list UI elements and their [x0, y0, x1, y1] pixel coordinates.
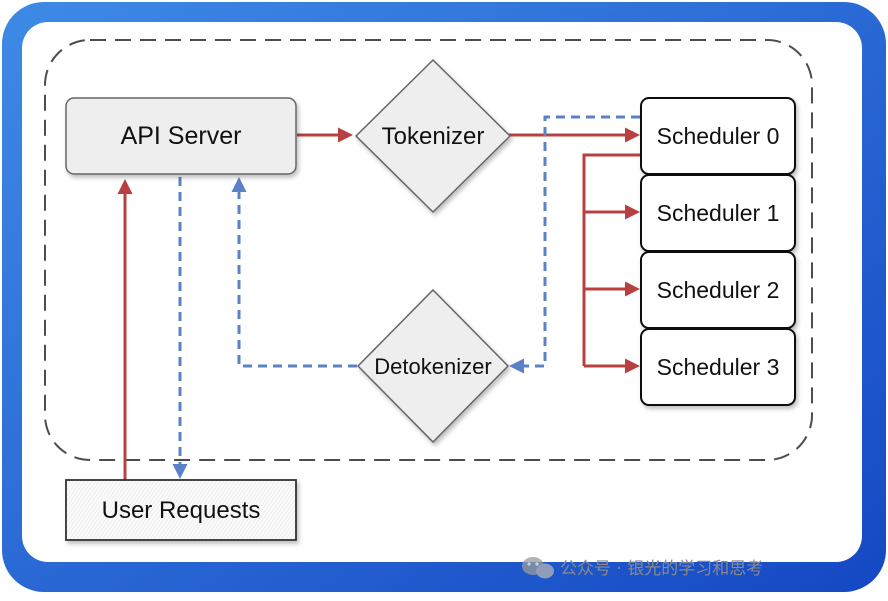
scheduler-2-label: Scheduler 2 — [657, 277, 780, 303]
response-arrows — [172, 115, 640, 479]
api-server-label: API Server — [121, 122, 242, 150]
wechat-icon — [522, 557, 554, 579]
scheduler-0-node: Scheduler 0 — [640, 97, 796, 175]
system-boundary — [44, 39, 813, 461]
user-requests-node: User Requests — [65, 479, 297, 541]
scheduler-3-label: Scheduler 3 — [657, 354, 780, 380]
detokenizer-label: Detokenizer — [374, 354, 491, 379]
scheduler-3-node: Scheduler 3 — [640, 328, 796, 406]
user-requests-label: User Requests — [102, 497, 261, 524]
watermark: 公众号 · 银光的学习和思考 — [522, 557, 763, 579]
scheduler-2-node: Scheduler 2 — [640, 251, 796, 329]
tokenizer-node: Tokenizer — [354, 58, 512, 214]
api-server-node: API Server — [65, 97, 297, 175]
scheduler-1-node: Scheduler 1 — [640, 174, 796, 252]
scheduler-fanout-trunk — [582, 153, 640, 366]
watermark-text: 公众号 · 银光的学习和思考 — [560, 559, 763, 579]
arrow-detokenizer-to-api — [231, 177, 357, 368]
scheduler-1-label: Scheduler 1 — [657, 200, 780, 226]
scheduler-0-label: Scheduler 0 — [657, 123, 780, 149]
arrow-scheduler-to-detokenizer — [509, 115, 640, 374]
tokenizer-label: Tokenizer — [382, 123, 485, 150]
detokenizer-node: Detokenizer — [356, 288, 510, 444]
request-arrows — [117, 127, 640, 482]
